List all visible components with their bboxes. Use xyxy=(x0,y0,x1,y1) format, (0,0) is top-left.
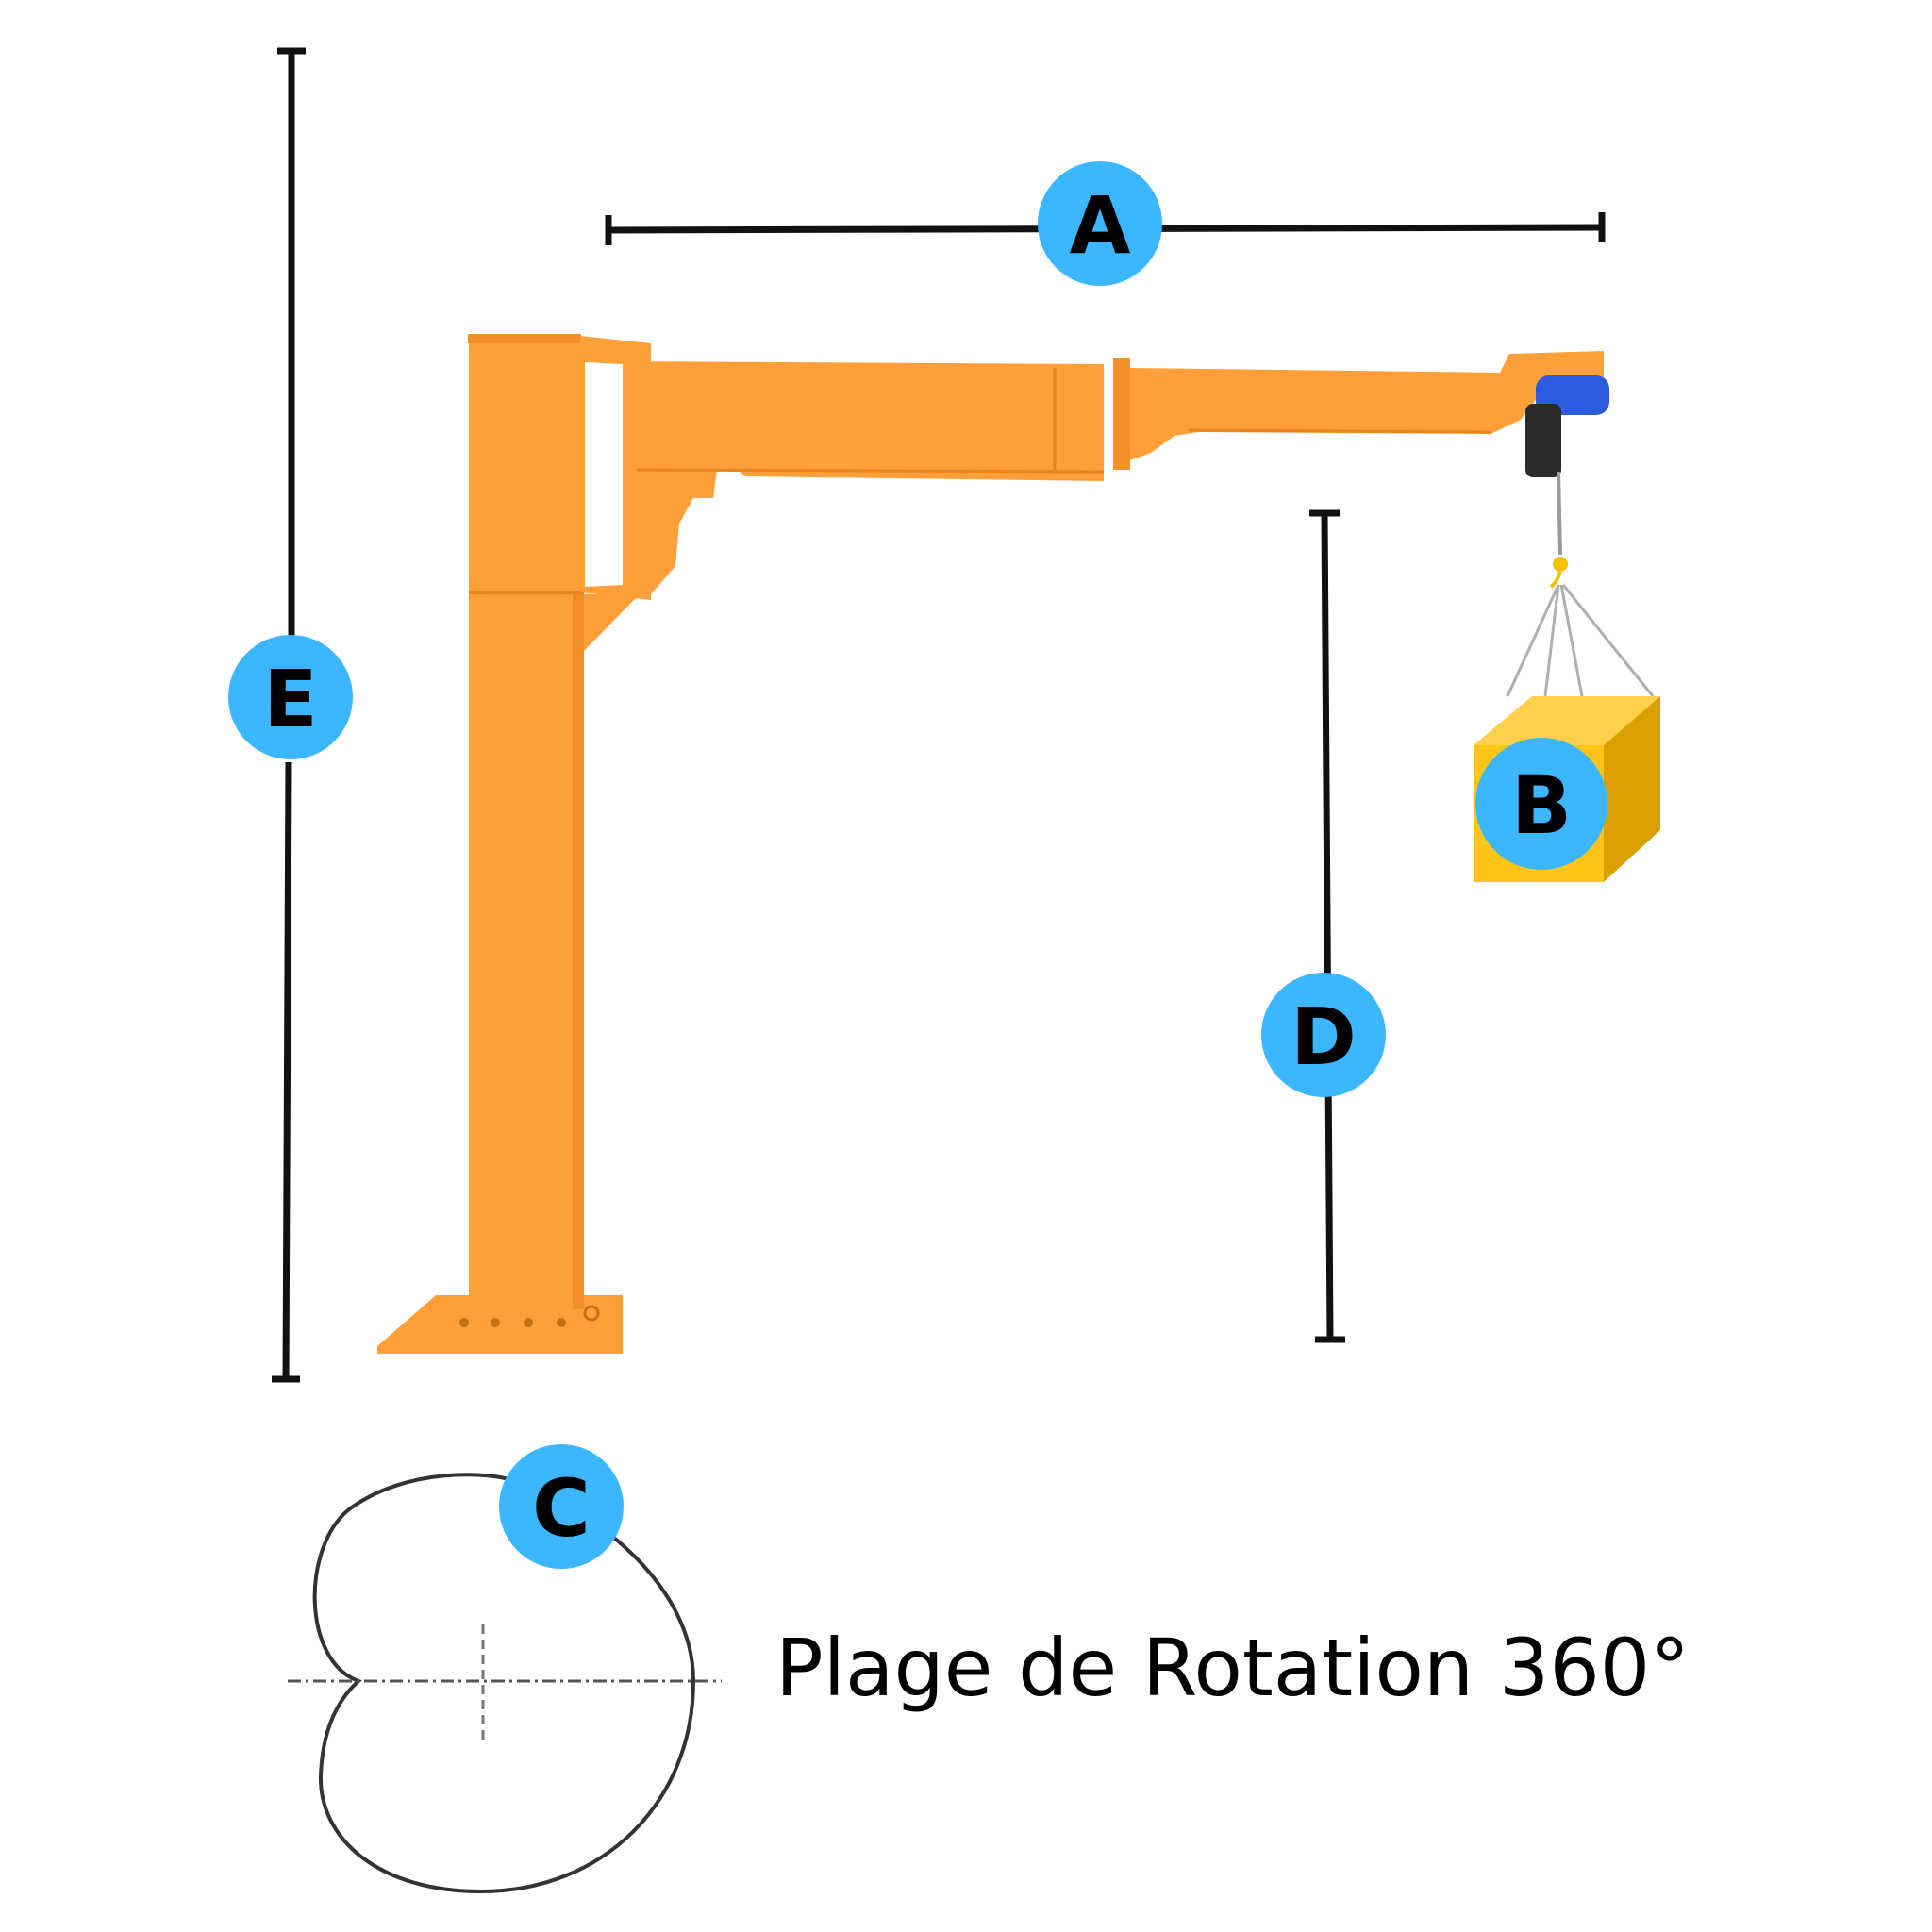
load-side xyxy=(1604,696,1660,882)
column-upper xyxy=(469,336,580,592)
dimension-e xyxy=(272,47,306,1383)
boom-inner-edge xyxy=(636,468,1105,474)
boom-inner xyxy=(627,361,1104,600)
badge-c-label: C xyxy=(532,1462,591,1555)
dimension-d-line xyxy=(1321,512,1334,1341)
badge-e: E xyxy=(228,635,353,759)
hoist-rope xyxy=(1557,471,1562,556)
badge-c-circle xyxy=(499,1444,624,1569)
rotation-range-icon xyxy=(288,1473,722,1894)
badge-d: D xyxy=(1261,973,1386,1097)
rotation-outline xyxy=(312,1473,696,1894)
column-lower xyxy=(469,592,584,1309)
load-slings xyxy=(1506,584,1655,697)
boom-joint-flange xyxy=(1113,358,1130,470)
dimension-d xyxy=(1309,509,1345,1343)
base-plate xyxy=(377,1295,623,1354)
base-bolts xyxy=(459,1305,600,1327)
rotation-head-window xyxy=(585,362,623,587)
badge-c: C xyxy=(499,1444,624,1569)
badge-e-circle xyxy=(228,635,353,759)
boom-outer-edge xyxy=(1188,428,1491,434)
badge-b-label: B xyxy=(1511,759,1572,852)
badge-b: B xyxy=(1475,738,1607,870)
electric-hoist-icon xyxy=(1525,375,1609,589)
badge-b-circle xyxy=(1475,738,1607,870)
badge-d-circle xyxy=(1261,973,1386,1097)
boom-joint-gap xyxy=(1104,362,1113,466)
jib-crane-icon xyxy=(377,334,1604,1354)
load-top xyxy=(1474,696,1660,745)
column-cap xyxy=(468,334,581,343)
badge-e-label: E xyxy=(263,653,317,745)
badge-a: A xyxy=(1038,161,1162,286)
hoist-body xyxy=(1525,404,1561,477)
hook-curve xyxy=(1549,571,1562,589)
badge-a-circle xyxy=(1038,161,1162,286)
badge-a-label: A xyxy=(1069,179,1130,272)
dimension-e-line-lower xyxy=(282,761,292,1380)
hook-icon xyxy=(1553,557,1568,572)
rotation-caption: Plage de Rotation 360° xyxy=(775,1622,1690,1714)
column-lower-shade xyxy=(573,592,584,1309)
column-gusset xyxy=(584,594,640,651)
badge-d-label: D xyxy=(1291,991,1357,1083)
